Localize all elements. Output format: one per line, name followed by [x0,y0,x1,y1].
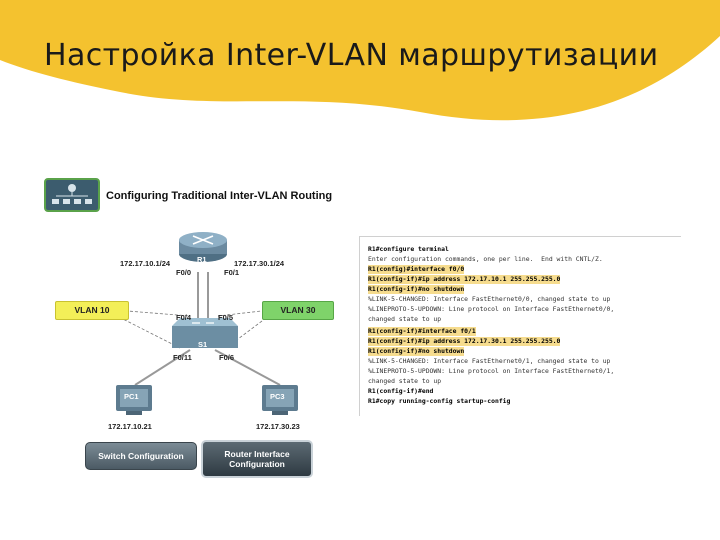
cli-line: R1#copy running-config startup-config [368,397,511,405]
vlan30-pointer-1 [217,309,271,317]
router-icon [179,232,227,262]
pc3-ip: 172.17.30.23 [256,422,300,431]
switch-configuration-label: Switch Configuration [98,451,184,461]
router-interface-configuration-button[interactable]: Router Interface Configuration [201,440,313,478]
router-config-label-line2: Configuration [229,459,285,469]
switch-configuration-button[interactable]: Switch Configuration [85,442,197,470]
switch-port-f011: F0/11 [173,353,192,362]
cli-line-highlighted: R1(config-if)#interface f0/1 [368,327,476,336]
cli-line: %LINK-5-CHANGED: Interface FastEthernet0… [368,357,611,365]
cli-line-highlighted: R1(config-if)#ip address 172.17.10.1 255… [368,275,561,284]
cli-line-highlighted: R1(config-if)#no shutdown [368,347,465,356]
cli-line: R1#configure terminal [368,245,449,253]
link-switch-pc1 [134,349,191,386]
cli-line: %LINK-5-CHANGED: Interface FastEthernet0… [368,295,611,303]
switch-port-f04: F0/4 [176,313,192,322]
cli-line-highlighted: R1(config)#interface f0/0 [368,265,465,274]
router-right-port: F0/1 [224,268,240,277]
pc1-label: PC1 [124,392,139,401]
cli-line-highlighted: R1(config-if)#ip address 172.17.30.1 255… [368,337,561,346]
router-label: R1 [197,255,207,264]
pc1-icon [116,385,152,415]
topology-diagram [114,232,298,415]
cli-line: changed state to up [368,315,442,323]
vlan30-badge: VLAN 30 [262,301,334,320]
slide-title: Настройка Inter-VLAN маршрутизации [44,38,659,73]
pc1-ip: 172.17.10.21 [108,422,152,431]
pc3-icon [262,385,298,415]
router-config-label-line1: Router Interface [224,449,290,459]
router-left-port: F0/0 [176,268,192,277]
cli-line: changed state to up [368,377,442,385]
vlan10-pointer-2 [114,314,181,349]
link-switch-pc3 [214,349,281,386]
cli-line: R1(config-if)#end [368,387,434,395]
pc3-label: PC3 [270,392,285,401]
header-label: Configuring Traditional Inter-VLAN Routi… [106,190,333,202]
switch-port-f06: F0/6 [219,353,235,362]
switch-label: S1 [198,340,208,349]
vlan10-badge: VLAN 10 [55,301,129,320]
cli-output-panel: R1#configure terminal Enter configuratio… [359,236,681,416]
cli-line: %LINEPROTO-5-UPDOWN: Line protocol on In… [368,305,615,313]
router-left-ip: 172.17.10.1/24 [120,259,171,268]
yellow-accent-shape [0,0,720,121]
switch-icon [172,318,238,348]
switch-port-f05: F0/5 [218,313,234,322]
cli-line: %LINEPROTO-5-UPDOWN: Line protocol on In… [368,367,615,375]
network-topology-icon [44,178,100,212]
cli-line-highlighted: R1(config-if)#no shutdown [368,285,465,294]
router-right-ip: 172.17.30.1/24 [234,259,285,268]
cli-line: Enter configuration commands, one per li… [368,255,603,263]
